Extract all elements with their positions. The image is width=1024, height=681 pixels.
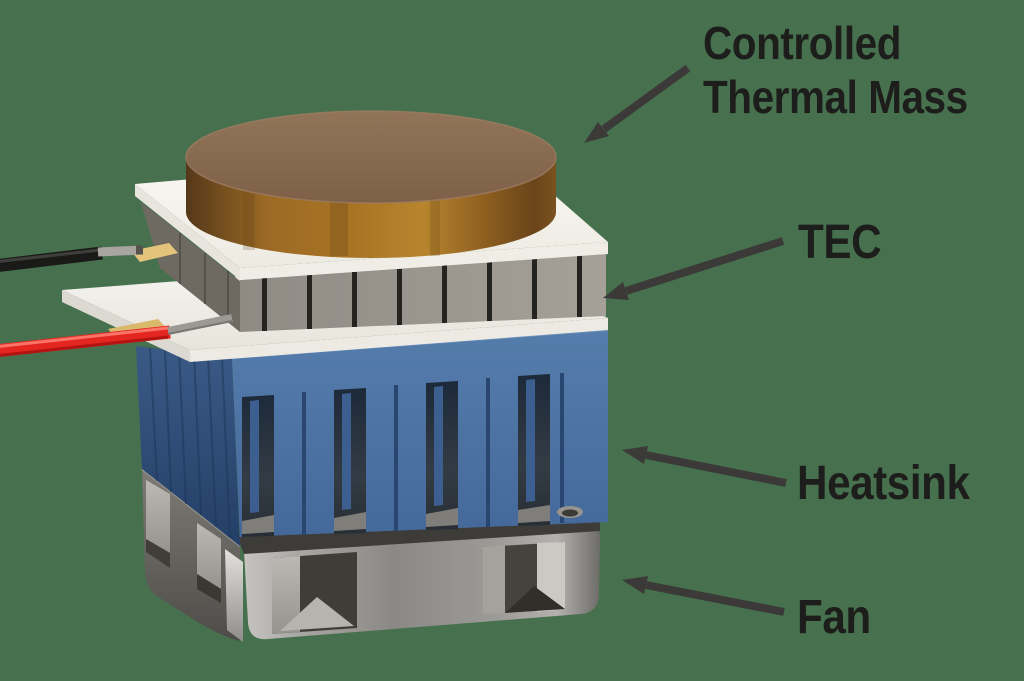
fan-corner-highlight bbox=[225, 549, 243, 642]
fan bbox=[141, 468, 600, 642]
fan-front-vent-wall bbox=[483, 545, 505, 614]
red-wire-tinned-end bbox=[167, 314, 233, 335]
fan-left-vent-shadow bbox=[146, 539, 170, 568]
tec-cold-plate-side bbox=[135, 184, 240, 280]
fan-front-vent-wall bbox=[272, 556, 300, 634]
heatsink bbox=[136, 329, 609, 546]
label-line: Fan bbox=[797, 591, 871, 644]
disc-top-rim bbox=[185, 110, 557, 204]
disc-reflection-streak bbox=[430, 160, 440, 256]
arrow-tec-icon bbox=[603, 237, 785, 300]
arrow-fan-icon bbox=[622, 576, 785, 616]
tec-pillars-left-face bbox=[141, 202, 240, 332]
tec-pillar-gaps-left bbox=[179, 233, 229, 322]
label-tec: TEC bbox=[798, 216, 882, 270]
label-line: Thermal Mass bbox=[703, 71, 968, 123]
arrow-heatsink-icon bbox=[622, 446, 787, 487]
arrow-controlled-thermal-mass-icon bbox=[584, 64, 691, 143]
fan-heatsink-shadow bbox=[237, 522, 600, 554]
heatsink-back-fins bbox=[250, 379, 535, 513]
fan-front-vent-floor bbox=[505, 586, 565, 613]
heatsink-left-fin-edges bbox=[149, 347, 231, 539]
red-wire bbox=[0, 314, 233, 357]
tec-solder-pad bbox=[131, 243, 178, 262]
fan-front-vent-floor bbox=[280, 597, 354, 631]
fan-left-vent-window bbox=[197, 523, 221, 589]
label-controlled-thermal-mass: Controlled Thermal Mass bbox=[703, 16, 968, 124]
copper-disc bbox=[185, 110, 557, 258]
fan-left-vent-window bbox=[146, 480, 170, 553]
heatsink-front-face bbox=[232, 330, 608, 537]
fan-hub-glimpse bbox=[339, 516, 361, 526]
screw-hole-center bbox=[562, 509, 578, 517]
heatsink-fin-split-lines bbox=[302, 373, 564, 535]
tec-hot-plate-side bbox=[190, 318, 608, 362]
disc-top-face bbox=[186, 111, 556, 203]
fan-left-vent-shadow bbox=[197, 574, 221, 603]
fan-hub-glimpse bbox=[431, 512, 453, 522]
label-line: TEC bbox=[798, 216, 882, 269]
label-line: Heatsink bbox=[797, 457, 970, 510]
black-wire bbox=[0, 245, 144, 272]
label-fan: Fan bbox=[797, 591, 871, 645]
label-heatsink: Heatsink bbox=[797, 457, 970, 511]
tec-pillar-gaps bbox=[262, 256, 582, 331]
label-line: Controlled bbox=[703, 17, 901, 69]
black-wire-tinned-end bbox=[97, 245, 144, 257]
tec-cold-plate-side bbox=[240, 242, 608, 280]
